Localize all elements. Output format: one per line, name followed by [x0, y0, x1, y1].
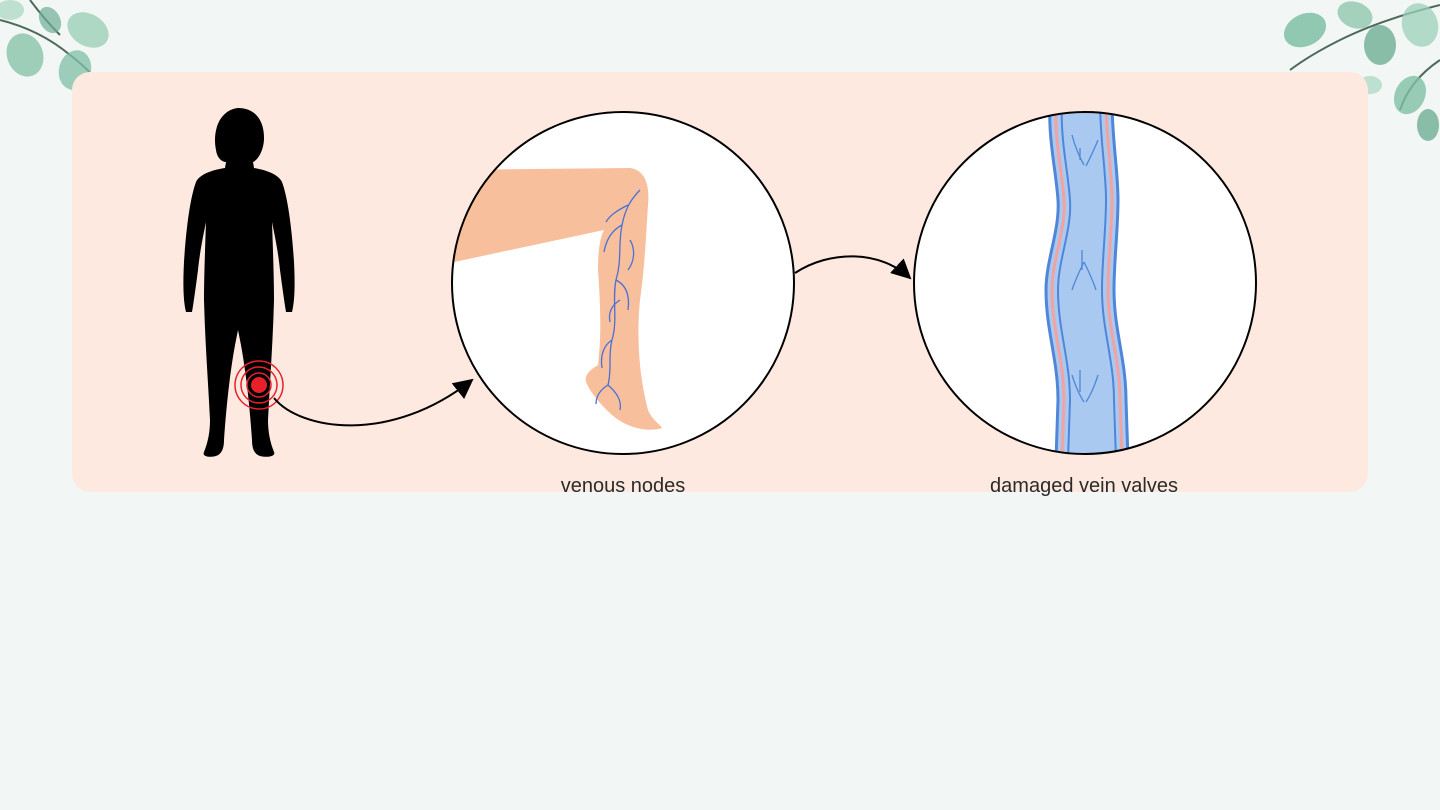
caption-damaged-vein-valves: damaged vein valves: [990, 475, 1178, 497]
arrow-knee-to-leg: [273, 378, 474, 427]
pain-target-icon: [234, 360, 284, 410]
vein-cross-section-icon: [913, 111, 1257, 455]
arrow-leg-to-vein: [794, 255, 912, 280]
eucalyptus-leaves-icon: [0, 0, 111, 95]
woman-silhouette-icon: [183, 108, 295, 457]
leg-varicose-icon: [451, 111, 795, 455]
caption-venous-nodes: venous nodes: [560, 475, 686, 497]
